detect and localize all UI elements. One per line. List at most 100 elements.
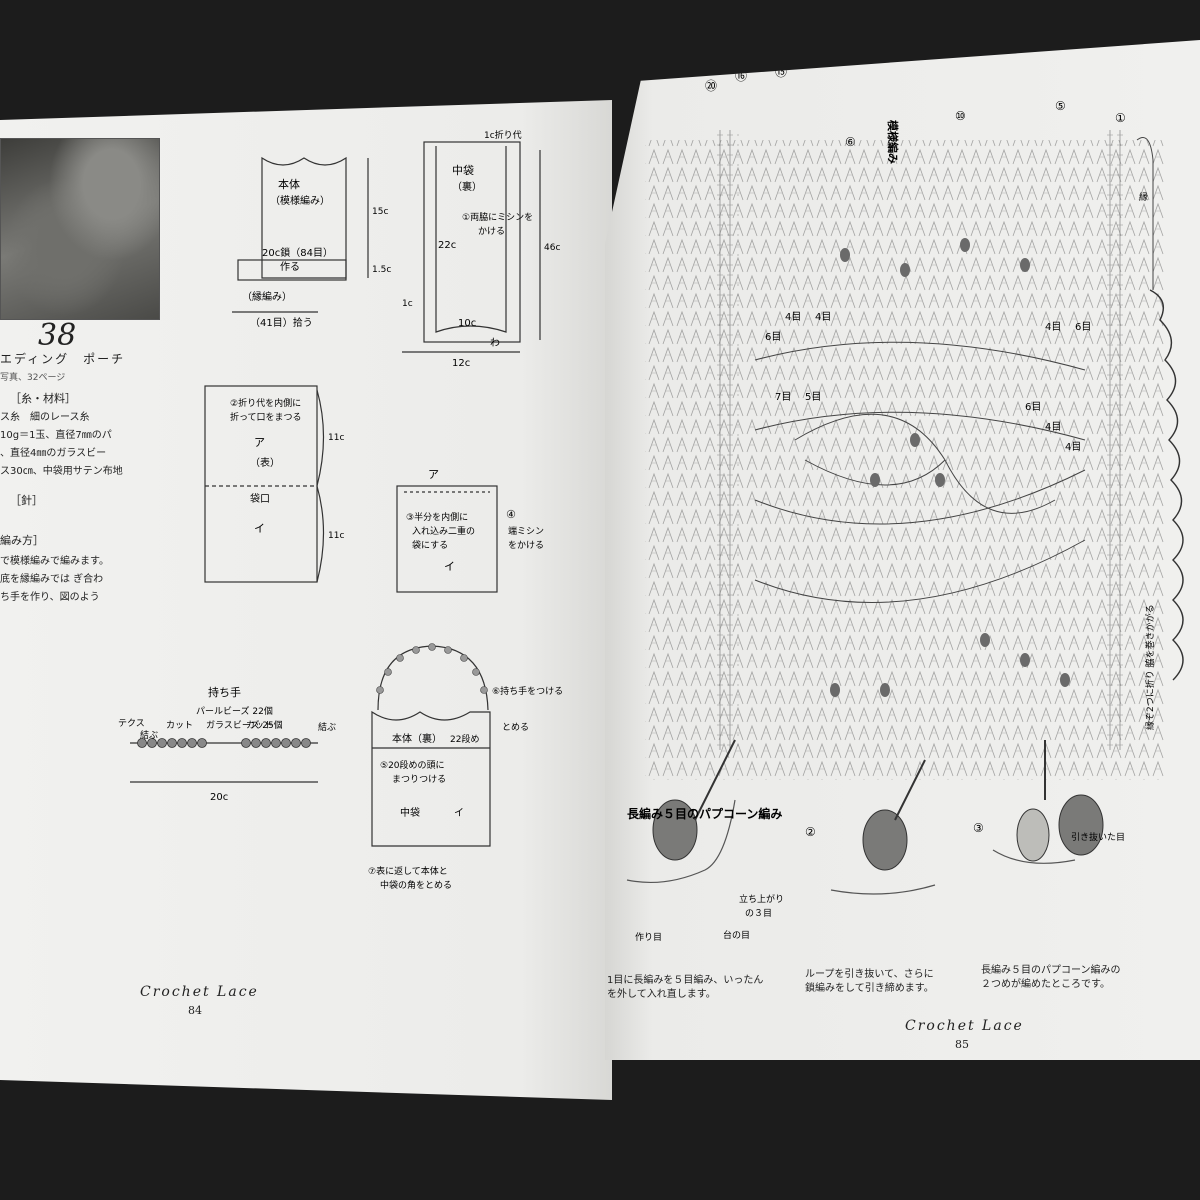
fig3-mouth: 袋口 xyxy=(250,492,270,505)
row-marker: ⑳ xyxy=(705,79,717,93)
materials-line: ス30㎝、中袋用サテン布地 xyxy=(0,466,123,477)
stitch-count: 6目 xyxy=(1025,402,1041,413)
label-three: の３目 xyxy=(745,908,772,919)
popcorn-step2-chain xyxy=(830,884,936,895)
handle-cut1: カット xyxy=(166,720,193,731)
row-marker: ⑮ xyxy=(775,65,787,79)
fig5-step5a: ⑤20段めの頭に xyxy=(380,759,445,771)
popcorn-stitch-2 xyxy=(862,809,908,871)
handle-loop xyxy=(377,645,489,711)
fig2-fold: 1c折り代 xyxy=(484,129,522,141)
stitch-count: 4目 xyxy=(785,312,801,323)
fig4-step4b: 端ミシン xyxy=(508,525,544,537)
project-photo xyxy=(0,138,160,320)
fig2-reverse: （裏） xyxy=(452,180,482,193)
fig5-step6: ⑥持ち手をつける xyxy=(492,685,563,697)
stitch-count: 4目 xyxy=(1045,322,1061,333)
handle-knot1: 結ぶ xyxy=(140,729,158,741)
fig2-step1b: かける xyxy=(478,226,505,237)
fig1-edge: （縁編み） xyxy=(242,290,292,303)
hook-2 xyxy=(894,759,926,821)
stitch-count: 6目 xyxy=(1075,322,1091,333)
fig2-total: 12c xyxy=(452,358,470,369)
crochet-chart: 模様編み ⑳ ⑯ ⑮ ⑩ ⑤ ① ⑥ 4目 4目 6目 7目 5目 4目 6目 … xyxy=(626,65,1184,943)
double-bag-outline xyxy=(396,485,498,593)
method-line: 底を縁編みでは ぎ合わ xyxy=(0,574,104,585)
handle-cut2: カット xyxy=(246,720,273,731)
method-line: で模様編みで編みます。 xyxy=(0,556,109,567)
chart-title: 模様編み xyxy=(886,120,900,164)
popcorn-step3-chain xyxy=(992,849,1076,864)
body-reverse-outline xyxy=(371,710,491,847)
fig4-step3a: ③半分を内側に xyxy=(406,511,468,523)
label-dai: 台の目 xyxy=(723,929,750,941)
pattern-title: エディング ポーチ xyxy=(0,352,126,366)
left-diagrams: 本体 （模様編み） 20c鎖（84目） 作る （縁編み） （41目）拾う 15c… xyxy=(118,129,563,891)
popcorn-step1-chain xyxy=(626,799,736,884)
fig2-height: 22c xyxy=(438,240,456,251)
fig2-wa: わ xyxy=(490,337,500,349)
materials-line: 、直径4㎜のガラスビー xyxy=(0,448,107,459)
fig3-a: ア xyxy=(254,436,265,449)
fig5-i: イ xyxy=(454,808,464,819)
fig2-step1a: ①両脇にミシンを xyxy=(462,212,533,223)
footer-brand-right: Crochet Lace xyxy=(905,1018,1024,1034)
popcorn-stitch-1 xyxy=(652,799,698,861)
fig5-step7b: 中袋の角をとめる xyxy=(380,879,452,891)
handle-pearl: パールビーズ 22個 xyxy=(196,705,273,717)
needle-header: ［針］ xyxy=(10,494,43,507)
fig3-omote: （表） xyxy=(250,456,280,469)
fig5-step5b: まつりつける xyxy=(392,774,446,785)
fig1-h2: 1.5c xyxy=(372,265,391,275)
page-number-right: 85 xyxy=(955,1038,969,1051)
fig2-width: 10c xyxy=(458,318,476,329)
fig4-step4a: ④ xyxy=(506,508,516,521)
materials-line: 10g＝1玉、直径7㎜のパ xyxy=(0,430,112,441)
method-line: ち手を作り、図のよう xyxy=(0,592,100,603)
stitch-count: 5目 xyxy=(805,392,821,403)
handle-length: 20c xyxy=(210,792,228,803)
fig1-make: 作る xyxy=(280,261,300,273)
row-marker: ⑤ xyxy=(1055,99,1066,113)
stitch-count: 7目 xyxy=(775,392,791,403)
fig2-length: 46c xyxy=(544,243,560,253)
side-mark: 縁 xyxy=(1139,191,1148,203)
inner-bag-outline xyxy=(423,141,521,343)
side-note: 縁ぞ2つに折り 脇を巻きかがる xyxy=(1144,604,1156,730)
step1-caption: 1目に長編みを５目編み、いったん を外して入れ直します。 xyxy=(607,975,764,1000)
fig1-chain: 20c鎖（84目） xyxy=(262,246,333,259)
step2-caption: ループを引き抜いて、さらに 鎖編みをして引き締めます。 xyxy=(805,969,934,994)
fig5-body: 本体（裏） xyxy=(392,732,442,745)
materials-header: ［糸・材料］ xyxy=(10,392,76,405)
handle-title: 持ち手 xyxy=(208,685,241,699)
fig1-sub: （模様編み） xyxy=(270,194,330,207)
popcorn-title: 長編み５目のパプコーン編み xyxy=(627,806,782,821)
hook-1 xyxy=(694,739,736,821)
stitch-count: 4目 xyxy=(1065,442,1081,453)
method-header: 編み方］ xyxy=(0,534,44,547)
materials-line: ス糸 細のレース糸 xyxy=(0,412,90,423)
handle-glass: ガラスビーズ 25個 xyxy=(206,719,283,731)
fig4-a: ア xyxy=(428,468,439,481)
fig5-bag: 中袋 xyxy=(400,806,420,819)
fig5-step7a: ⑦表に返して本体と xyxy=(368,865,448,877)
row-marker: ⑯ xyxy=(735,69,747,83)
row-marker: ⑥ xyxy=(845,135,856,149)
fig3-h1: 11c xyxy=(328,433,344,443)
fig3-h2: 11c xyxy=(328,531,344,541)
fig4-i: イ xyxy=(444,560,455,573)
fig3-step2b: 折って口をまつる xyxy=(230,411,302,423)
pattern-number: 38 xyxy=(38,318,77,353)
stitch-count: 4目 xyxy=(1045,422,1061,433)
right-page: 模様編み ⑳ ⑯ ⑮ ⑩ ⑤ ① ⑥ 4目 4目 6目 7目 5目 4目 6目 … xyxy=(605,40,1200,1060)
picot-edging xyxy=(1149,289,1184,681)
step-number: ③ xyxy=(973,821,984,835)
fig4-step3c: 袋にする xyxy=(412,539,448,551)
fig1-pick: （41目）拾う xyxy=(250,316,313,329)
popcorn-stitch-3 xyxy=(1058,794,1104,856)
step-number: ② xyxy=(805,825,816,839)
body-outline xyxy=(261,156,347,279)
photo-reference: 写真、32ページ xyxy=(0,373,66,383)
handle-knot2: 結ぶ xyxy=(318,721,336,733)
fig1-h1: 15c xyxy=(372,207,388,217)
